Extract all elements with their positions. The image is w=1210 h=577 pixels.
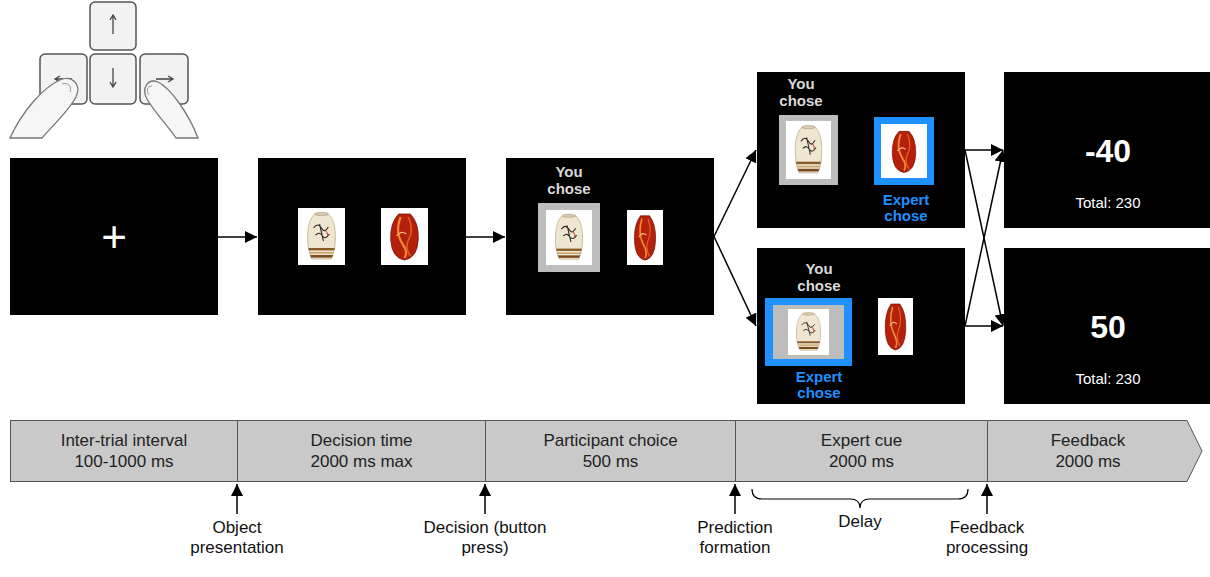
transition-arrow (714, 237, 756, 327)
phase-duration: 100-1000 ms (74, 451, 173, 472)
phase-duration: 2000 ms max (310, 451, 412, 472)
expert-disagree (779, 115, 931, 185)
phase-duration: 2000 ms (1055, 451, 1120, 472)
fixation-screen: + (10, 158, 218, 315)
trial-screen: -40Total: 230 (1004, 72, 1210, 228)
expert-label: Expert chose (883, 192, 930, 224)
timeline-segment: Participant choice500 ms (485, 420, 736, 482)
event-markers (237, 484, 987, 514)
phase-name: Expert cue (821, 430, 902, 451)
trial-screen: You choseExpert chose (757, 72, 965, 228)
event-label: Object presentation (182, 518, 292, 559)
score-value: -40 (1085, 135, 1131, 167)
timeline-arrow-outline (988, 421, 1203, 482)
trial-screen: 50Total: 230 (1004, 248, 1210, 404)
transition-arrow (714, 150, 756, 237)
score-total: Total: 230 (1075, 371, 1140, 386)
choice-label: You chose (547, 164, 590, 197)
choice-label: You chose (779, 76, 822, 109)
transition-arrow (965, 325, 1003, 327)
trial-screen: You chose (506, 158, 714, 315)
keyboard-illustration (10, 2, 198, 138)
screen-backgrounds (10, 72, 1210, 404)
sequence-arrows (218, 237, 505, 238)
score-total: Total: 230 (1075, 195, 1140, 210)
object-pair (298, 208, 428, 265)
timeline-segment: Decision time2000 ms max (237, 420, 486, 482)
interval-label: Delay (830, 512, 890, 532)
score-value: 50 (1090, 311, 1126, 343)
event-label: Prediction formation (685, 518, 785, 559)
transition-arrow (965, 150, 1003, 326)
transition-arrow (965, 150, 1003, 326)
fixation-cross: + (101, 215, 127, 259)
timeline-segment: Expert cue2000 ms (735, 420, 988, 482)
choice-label: You chose (797, 261, 840, 294)
timeline-segment: Feedback2000 ms (987, 420, 1203, 482)
timeline-arrow-shape (987, 420, 1203, 482)
choice-frame (538, 203, 663, 272)
phase-duration: 2000 ms (829, 451, 894, 472)
trial-screen: You choseExpert chose (757, 248, 965, 404)
event-label: Feedback processing (937, 518, 1037, 559)
phase-name: Participant choice (543, 430, 677, 451)
phase-name: Decision time (310, 430, 412, 451)
phase-name: Inter-trial interval (61, 430, 188, 451)
phase-duration: 500 ms (583, 451, 639, 472)
timeline-segment: Inter-trial interval100-1000 ms (10, 420, 238, 482)
expert-label: Expert chose (796, 369, 843, 401)
expert-agree (765, 298, 913, 366)
event-label: Decision (button press) (423, 518, 548, 559)
phase-name: Feedback (1051, 430, 1126, 451)
transition-arrow (965, 149, 1003, 151)
